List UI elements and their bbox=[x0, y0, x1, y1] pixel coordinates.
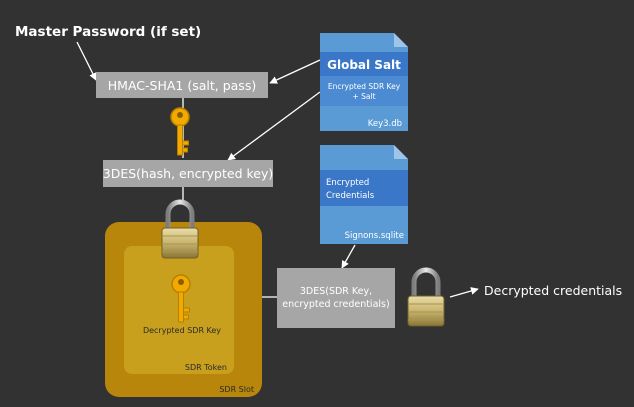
des-sdr-label-line1: 3DES(SDR Key, bbox=[300, 286, 372, 297]
arrow-password-to-hmac bbox=[76, 41, 97, 81]
padlock-icon bbox=[162, 202, 198, 258]
key3-db-file bbox=[320, 33, 408, 131]
master-password-label: Master Password (if set) bbox=[15, 24, 201, 40]
des-hash-label: 3DES(hash, encrypted key) bbox=[103, 166, 273, 181]
des-hash-box bbox=[103, 160, 273, 187]
salt-label: + Salt bbox=[352, 92, 375, 101]
encrypted-label: Encrypted bbox=[326, 178, 369, 188]
des-sdr-box bbox=[277, 268, 395, 328]
credentials-label: Credentials bbox=[326, 191, 375, 201]
padlock-icon bbox=[408, 270, 444, 326]
hmac-box bbox=[96, 72, 268, 98]
signons-filename: Signons.sqlite bbox=[345, 231, 404, 241]
encrypted-sdr-key-label: Encrypted SDR Key bbox=[328, 82, 401, 91]
sdr-token-label: SDR Token bbox=[185, 363, 227, 372]
arrow-key3-to-3des bbox=[227, 91, 321, 161]
sdr-slot-label: SDR Slot bbox=[219, 385, 254, 394]
key3-filename: Key3.db bbox=[368, 119, 402, 129]
arrow-to-decrypted-credentials bbox=[449, 287, 479, 298]
des-sdr-label-line2: encrypted credentials) bbox=[282, 299, 389, 310]
global-salt-label: Global Salt bbox=[327, 58, 401, 72]
signons-sqlite-file bbox=[320, 145, 408, 244]
arrow-salt-to-hmac bbox=[269, 59, 321, 84]
decrypted-sdr-key-label: Decrypted SDR Key bbox=[143, 326, 221, 335]
arrow-signons-to-decrypt bbox=[341, 244, 356, 269]
decrypted-credentials-label: Decrypted credentials bbox=[484, 283, 622, 298]
hmac-label: HMAC-SHA1 (salt, pass) bbox=[108, 78, 256, 93]
key-icon bbox=[170, 107, 190, 156]
